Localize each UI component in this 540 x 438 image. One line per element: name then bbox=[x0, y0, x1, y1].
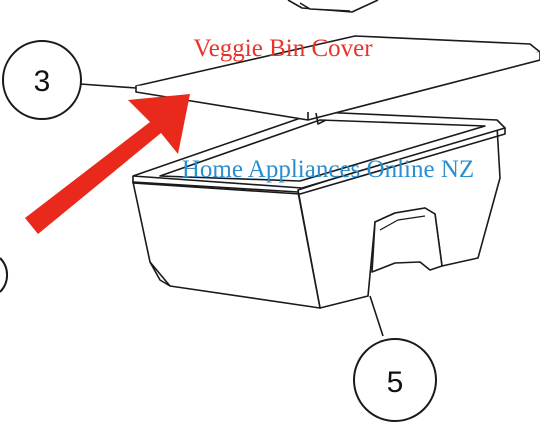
upper-shelf-fragment bbox=[287, 0, 379, 13]
pointer-arrow bbox=[25, 94, 190, 234]
watermark-text: Home Appliances Online NZ bbox=[182, 156, 474, 183]
partial-callout-circle bbox=[0, 257, 9, 293]
callout-3: 3 bbox=[2, 40, 82, 120]
diagram-title: Veggie Bin Cover bbox=[193, 35, 373, 62]
veggie-bin bbox=[132, 111, 506, 309]
callout-5-label: 5 bbox=[387, 366, 404, 399]
callout-5-leader bbox=[369, 295, 384, 337]
callout-3-label: 3 bbox=[34, 65, 51, 98]
veggie-bin-cover bbox=[135, 35, 540, 125]
callout-3-leader bbox=[79, 83, 137, 89]
callout-5: 5 bbox=[353, 338, 437, 422]
